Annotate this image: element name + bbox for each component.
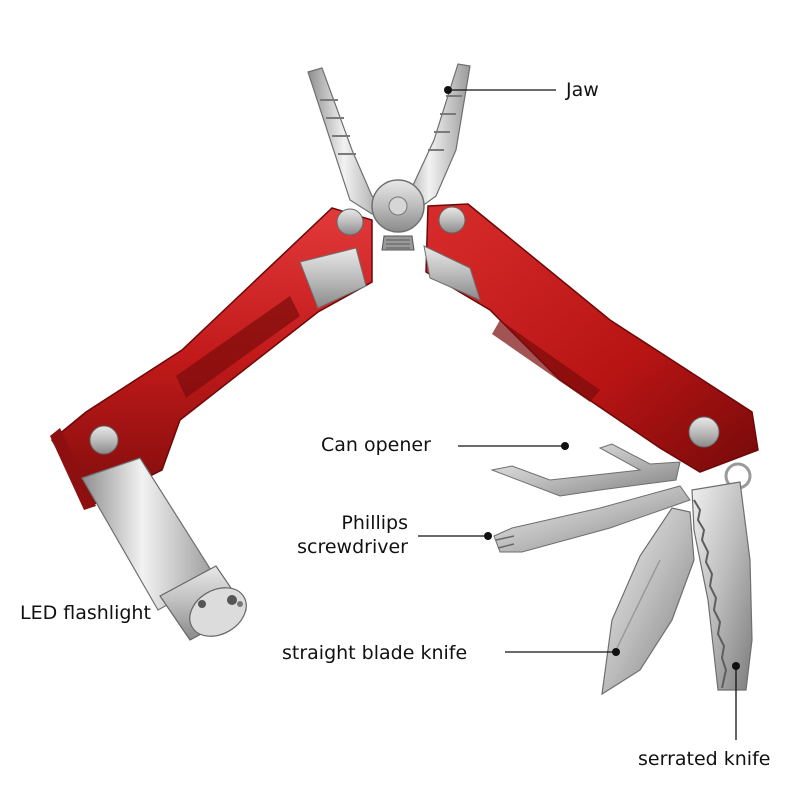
label-can-opener: Can opener	[321, 434, 431, 456]
can-opener	[490, 443, 681, 497]
straight-blade-knife	[601, 507, 695, 696]
pliers-jaw	[307, 63, 471, 251]
serrated-knife	[691, 481, 753, 691]
label-phillips-line1: Phillips	[341, 512, 408, 534]
led-flashlight	[81, 457, 247, 641]
right-handle	[423, 203, 759, 490]
label-straight-blade-knife: straight blade knife	[282, 642, 468, 664]
phillips-screwdriver	[493, 485, 691, 553]
label-led-flashlight: LED flashlight	[20, 602, 151, 624]
callout-lines	[418, 86, 740, 740]
label-jaw: Jaw	[566, 79, 599, 101]
label-phillips-line2: screwdriver	[297, 536, 408, 558]
left-handle	[50, 207, 373, 510]
label-serrated-knife: serrated knife	[638, 748, 771, 770]
